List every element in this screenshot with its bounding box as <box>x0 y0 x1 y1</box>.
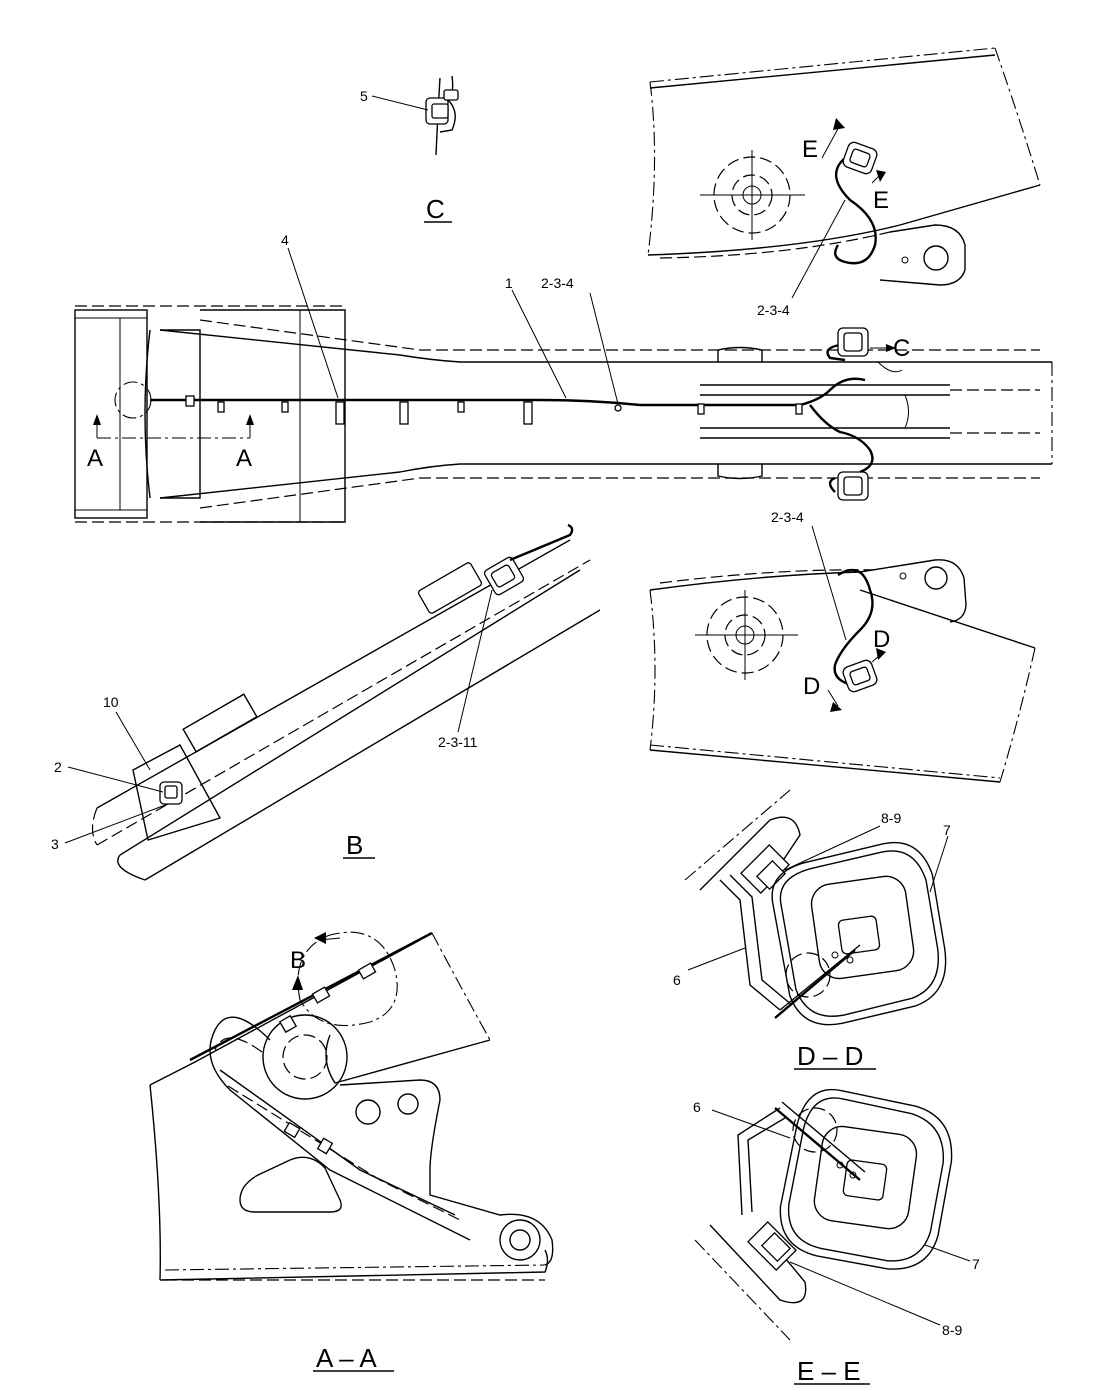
callout-2-3-4-upper: 2-3-4 <box>757 302 790 318</box>
callout-7-ee: 7 <box>972 1256 980 1272</box>
marker-a-left: A <box>87 445 103 472</box>
callout-6-dd: 6 <box>673 972 681 988</box>
view-title-b: B <box>346 830 363 860</box>
hose-line <box>150 377 866 407</box>
main-plan-view: A A C 4 1 <box>74 232 1053 523</box>
view-dd-section: 8-9 7 6 D – D <box>673 789 951 1071</box>
leader-c-5 <box>371 95 429 111</box>
callout-1: 1 <box>505 275 513 291</box>
callout-7-dd: 7 <box>943 822 951 838</box>
hose-clips <box>185 395 803 425</box>
callout-8-9-ee: 8-9 <box>942 1322 962 1338</box>
view-c-detail: 5 C <box>360 75 459 224</box>
callout-5: 5 <box>360 88 368 104</box>
callout-8-9-dd: 8-9 <box>881 810 901 826</box>
view-title-a-a: A – A <box>316 1343 377 1373</box>
marker-e-top: E <box>802 136 818 163</box>
upper-side-view: E E 2-3-4 <box>647 47 1041 318</box>
view-aa-section: B A – A <box>149 931 554 1373</box>
callout-4: 4 <box>281 232 289 248</box>
view-ee-section: 6 7 8-9 E – E <box>693 1088 980 1386</box>
marker-e-bottom: E <box>873 187 889 214</box>
marker-d-top: D <box>873 626 890 653</box>
marker-c: C <box>893 335 910 362</box>
callout-2: 2 <box>54 759 62 775</box>
callout-2-3-4-main: 2-3-4 <box>541 275 574 291</box>
callout-2-3-4-lower: 2-3-4 <box>771 509 804 525</box>
view-title-e-e: E – E <box>797 1356 861 1386</box>
marker-a-right: A <box>236 445 252 472</box>
marker-b: B <box>290 947 306 974</box>
lower-side-view: D D 2-3-4 <box>649 509 1036 783</box>
callout-10: 10 <box>103 694 119 710</box>
marker-d-bottom: D <box>803 673 820 700</box>
callout-2-3-11: 2-3-11 <box>438 734 478 750</box>
view-title-d-d: D – D <box>797 1041 863 1071</box>
callout-3: 3 <box>51 836 59 852</box>
callout-6-ee: 6 <box>693 1099 701 1115</box>
view-b-detail: 10 2 3 2-3-11 B <box>51 523 601 881</box>
view-title-c: C <box>426 194 445 224</box>
